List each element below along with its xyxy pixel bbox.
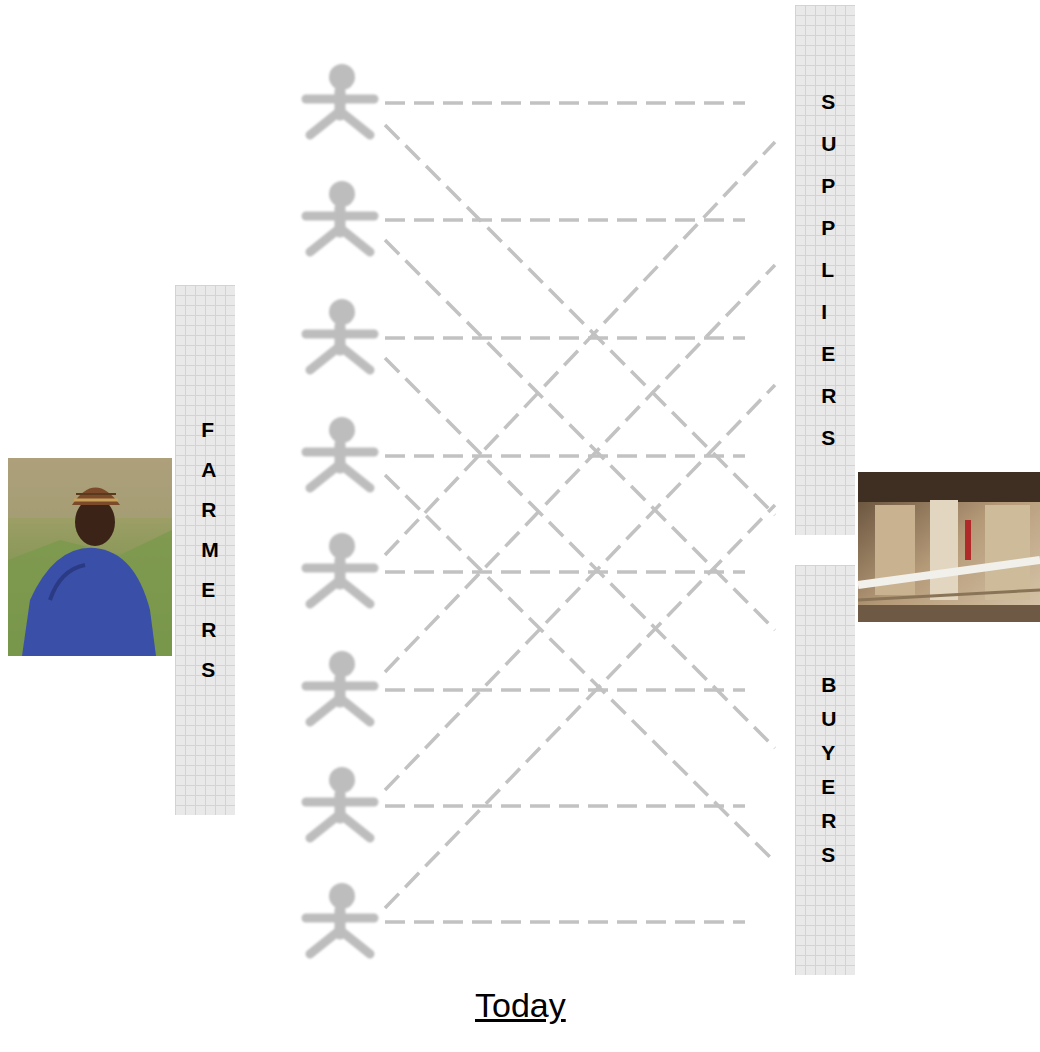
caption: Today	[475, 986, 566, 1025]
grid-band: SUPPLIERS	[795, 5, 855, 535]
grid-band: FARMERS	[175, 285, 235, 815]
person-icons	[306, 64, 374, 954]
farmer-photo	[8, 458, 172, 656]
dashed-links	[385, 103, 775, 922]
factory-photo	[858, 472, 1040, 622]
grid-band: BUYERS	[795, 565, 855, 975]
